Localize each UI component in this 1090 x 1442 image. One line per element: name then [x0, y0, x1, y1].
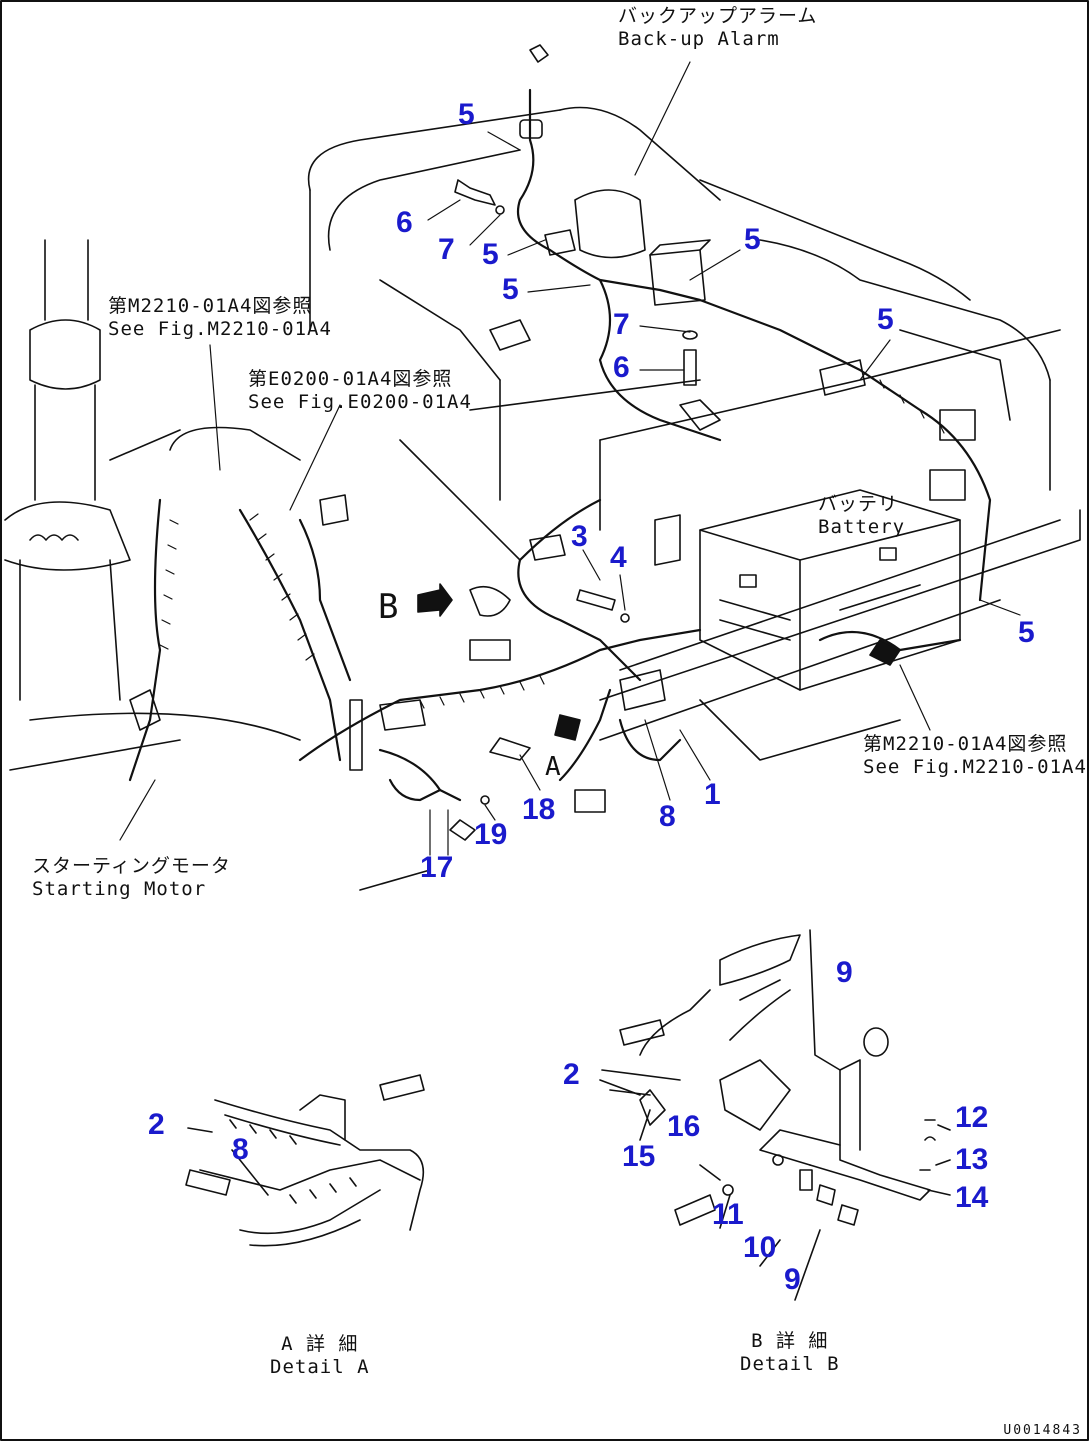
note-detail-b: B 詳 細 Detail B	[740, 1330, 840, 1376]
callout-label: 2	[563, 1058, 580, 1091]
note-starting-motor: スターティングモータ Starting Motor	[32, 855, 231, 901]
callout-label: 6	[613, 351, 630, 384]
note-jp: スターティングモータ	[32, 855, 231, 877]
clamps-and-connectors	[129, 44, 976, 841]
callout-label: 13	[955, 1143, 989, 1176]
note-jp: 第E0200-01A4図参照	[248, 368, 453, 390]
note-en: See Fig.E0200-01A4	[248, 391, 472, 413]
note-en: See Fig.M2210-01A4	[108, 318, 332, 340]
note-en: Back-up Alarm	[618, 28, 780, 50]
callout-label: 5	[458, 98, 475, 131]
detail-a-drawing	[185, 1074, 425, 1247]
frame-outlines	[9, 106, 1081, 891]
callout-label: 6	[396, 206, 413, 239]
note-battery: バッテリ Battery	[818, 493, 905, 539]
note-ref-m2210-top: 第M2210-01A4図参照 See Fig.M2210-01A4	[108, 295, 332, 341]
callout-label: 1	[704, 778, 721, 811]
note-jp: A 詳 細	[281, 1333, 359, 1355]
callout-label: 7	[613, 308, 630, 341]
note-jp: B 詳 細	[751, 1330, 829, 1352]
note-en: See Fig.M2210-01A4	[863, 756, 1087, 778]
callout-label: 5	[482, 238, 499, 271]
callout-label: 5	[744, 223, 761, 256]
note-ref-e0200: 第E0200-01A4図参照 See Fig.E0200-01A4	[248, 368, 472, 414]
note-en: Battery	[818, 516, 906, 538]
drawing-number: U0014843	[1003, 1423, 1082, 1438]
note-en: Detail B	[740, 1353, 840, 1375]
callout-label: 2	[148, 1108, 165, 1141]
callout-label: 5	[502, 273, 519, 306]
harness-braid	[159, 379, 945, 709]
callout-label: 19	[474, 818, 508, 851]
callout-label: 9	[836, 956, 853, 989]
main-harness	[128, 88, 992, 802]
callout-label: 8	[659, 800, 676, 833]
note-jp: 第M2210-01A4図参照	[108, 295, 313, 317]
note-jp: バッテリ	[818, 493, 899, 515]
view-b-arrow	[417, 583, 453, 617]
exhaust-stack	[4, 239, 131, 701]
callout-label: 14	[955, 1181, 989, 1214]
callout-label: 10	[743, 1231, 777, 1264]
callout-label: 17	[420, 851, 454, 884]
note-en: Starting Motor	[32, 878, 207, 900]
callout-label: 18	[522, 793, 556, 826]
callout-label: 16	[667, 1110, 701, 1143]
view-b-marker: B	[378, 587, 398, 627]
callout-label: 3	[571, 520, 588, 553]
callout-label: 4	[610, 541, 627, 574]
note-jp: 第M2210-01A4図参照	[863, 733, 1068, 755]
callout-label: 5	[1018, 616, 1035, 649]
callout-label: 11	[712, 1198, 744, 1231]
note-backup-alarm: バックアップアラーム Back-up Alarm	[618, 5, 817, 51]
note-ref-m2210-right: 第M2210-01A4図参照 See Fig.M2210-01A4	[863, 733, 1087, 779]
leader-lines	[119, 61, 1021, 856]
view-a-marker: A	[545, 752, 561, 782]
detail-b-drawing	[599, 929, 951, 1301]
note-jp: バックアップアラーム	[618, 5, 818, 27]
callout-label: 9	[784, 1263, 801, 1296]
callout-label: 12	[955, 1101, 989, 1134]
note-detail-a: A 詳 細 Detail A	[270, 1333, 370, 1379]
callout-label: 8	[232, 1133, 249, 1166]
callout-label: 5	[877, 303, 894, 336]
callout-label: 7	[438, 233, 455, 266]
callout-label: 15	[622, 1140, 656, 1173]
note-en: Detail A	[270, 1356, 370, 1378]
